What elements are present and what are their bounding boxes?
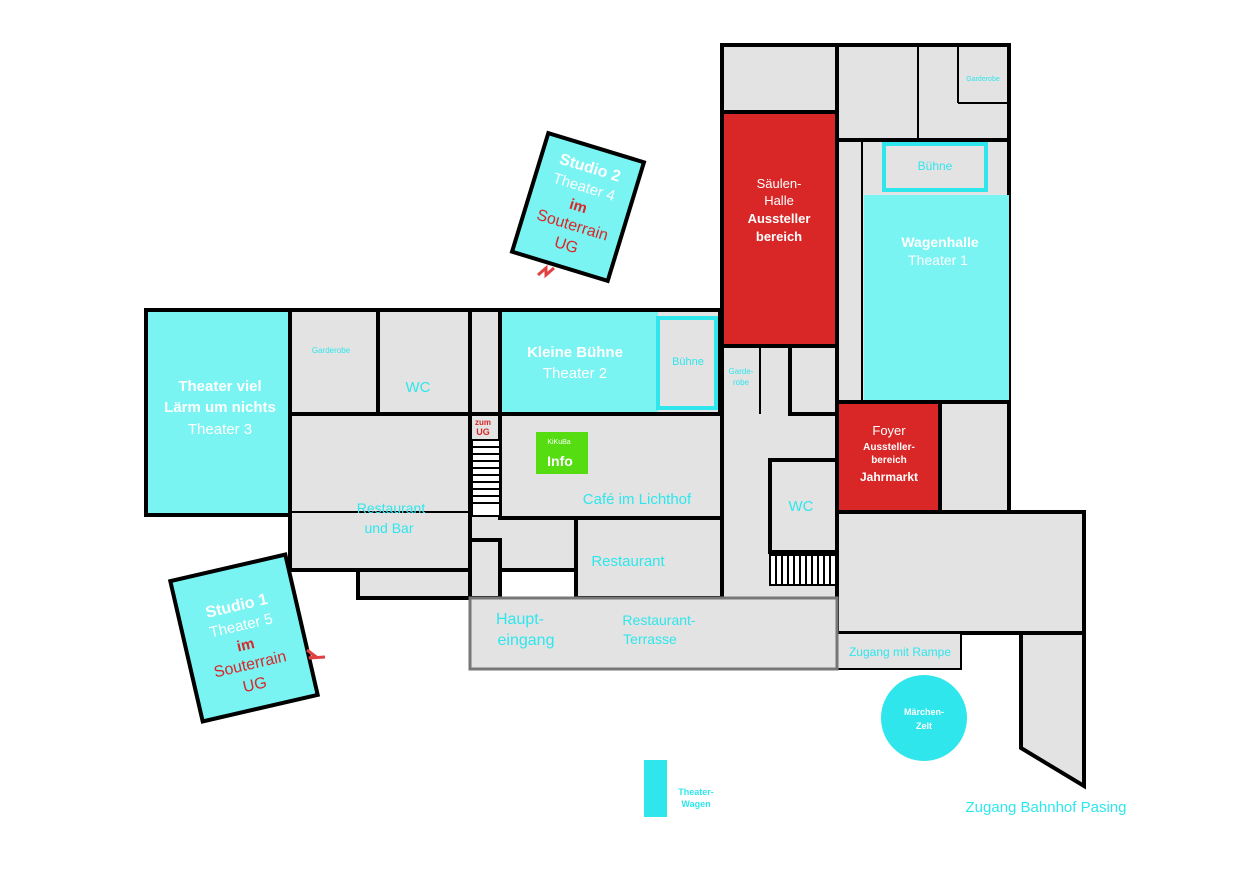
foyer-d: Jahrmarkt xyxy=(860,470,918,484)
garderobe-mid-a: Garde- xyxy=(729,367,754,376)
studio2-level-a: im xyxy=(567,196,589,217)
saeulenhalle-c: Aussteller xyxy=(748,211,811,226)
middle-small-room xyxy=(788,344,839,416)
stairs-lower xyxy=(769,554,838,586)
lower-left-annex xyxy=(356,568,472,600)
wagenhalle-sub: Theater 1 xyxy=(908,252,968,268)
small-entry-room xyxy=(468,538,502,600)
maerchenzelt-circle[interactable] xyxy=(881,675,967,761)
foyer-b: Aussteller- xyxy=(863,442,915,453)
kleine-buehne-sub: Theater 2 xyxy=(543,365,607,382)
zigzag-studio2-icon xyxy=(537,264,555,279)
zigzag-studio1-icon xyxy=(306,648,326,660)
foyer-c: bereich xyxy=(871,455,907,466)
kleine-buehne-title: Kleine Bühne xyxy=(527,344,623,361)
buehne-top-label: Bühne xyxy=(918,159,953,173)
restaurant-label: Restaurant xyxy=(591,553,665,570)
zum-ug-a: zum xyxy=(475,418,491,427)
lower-right-room xyxy=(835,510,1086,635)
maerchenzelt-b: Zelt xyxy=(916,721,932,731)
saeulenhalle-b: Halle xyxy=(764,193,794,208)
garderobe-top-label: Garderobe xyxy=(966,76,1000,83)
zugang-rampe-area xyxy=(836,632,962,670)
studio1-room[interactable] xyxy=(167,552,321,724)
zum-ug-b: UG xyxy=(476,427,490,437)
right-small-room xyxy=(938,400,1011,514)
buehne-small-label: Bühne xyxy=(672,356,704,368)
garderobe-left-label: Garderobe xyxy=(312,346,351,355)
stairs-to-ug xyxy=(471,439,501,517)
terrasse-area xyxy=(468,596,839,671)
haupteingang-a: Haupt- xyxy=(496,611,544,628)
garderobe-mid-b: robe xyxy=(733,378,750,387)
restaurant-room[interactable] xyxy=(574,516,724,600)
zugang-bahnhof-label: Zugang Bahnhof Pasing xyxy=(966,799,1127,816)
terrasse-a: Restaurant- xyxy=(622,612,695,628)
zugang-rampe-label: Zugang mit Rampe xyxy=(849,645,951,659)
bahnhof-path xyxy=(1019,631,1086,790)
theaterwagen-b: Wagen xyxy=(681,799,710,809)
terrasse-b: Terrasse xyxy=(623,631,677,647)
restaurant-bar-a: Restaurant xyxy=(357,500,426,516)
restaurant-bar-b: und Bar xyxy=(364,520,413,536)
kleine-buehne-room[interactable] xyxy=(502,312,658,412)
foyer-a: Foyer xyxy=(872,423,906,438)
saeulenhalle-room[interactable] xyxy=(720,110,839,348)
info-big: Info xyxy=(547,453,573,469)
wagenhalle-room[interactable] xyxy=(864,195,1009,402)
haupteingang-b: eingang xyxy=(498,632,555,649)
buehne-small-stage[interactable] xyxy=(656,316,718,410)
maerchenzelt-a: Märchen- xyxy=(904,707,944,717)
info-small: KiKuBa xyxy=(547,439,570,446)
cafe-label: Café im Lichthof xyxy=(583,491,692,508)
info-box[interactable] xyxy=(536,432,588,474)
theater3-line1: Theater viel xyxy=(178,378,261,395)
theaterwagen-rect[interactable] xyxy=(644,760,667,817)
buehne-top-stage[interactable] xyxy=(882,142,988,192)
theater3-sub: Theater 3 xyxy=(188,421,252,438)
theaterwagen-a: Theater- xyxy=(678,787,714,797)
studio2-room[interactable] xyxy=(509,130,647,284)
theater3-line2: Lärm um nichts xyxy=(164,399,276,416)
saeulenhalle-d: bereich xyxy=(756,229,802,244)
wc-upper-label: WC xyxy=(406,379,431,396)
studio1-level-c: UG xyxy=(241,674,268,696)
theater3-room[interactable] xyxy=(144,308,292,517)
studio1-level-a: im xyxy=(235,635,256,656)
wc-lower-label: WC xyxy=(789,498,814,515)
wagenhalle-title: Wagenhalle xyxy=(901,234,978,250)
saeulenhalle-a: Säulen- xyxy=(757,176,802,191)
studio2-level-c: UG xyxy=(552,234,580,257)
